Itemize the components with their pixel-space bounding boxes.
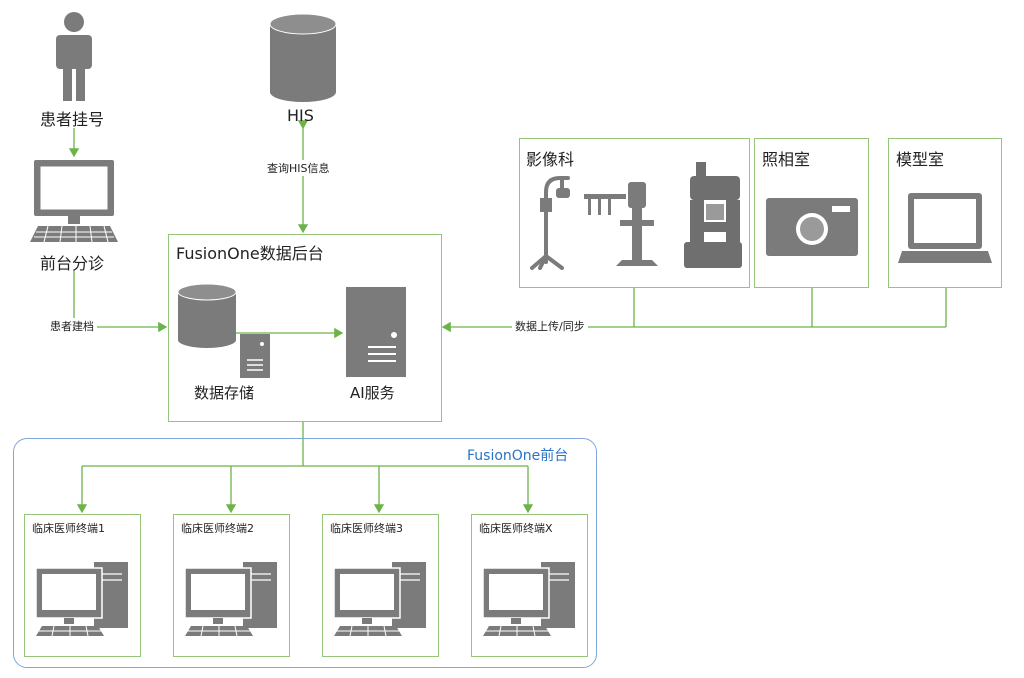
terminal-computer-icon-1: [36, 562, 128, 637]
ai-server-icon: [346, 287, 406, 377]
frontend-title: FusionOne前台: [467, 448, 569, 464]
terminal-label-1: 临床医师终端1: [32, 522, 105, 535]
storage-database-icon: [178, 284, 236, 348]
patient-archive-label: 患者建档: [47, 318, 97, 334]
photo-box: [754, 138, 869, 288]
patient-person-icon: [56, 12, 92, 101]
backend-title: FusionOne数据后台: [176, 244, 324, 263]
his-query-label: 查询HIS信息: [264, 160, 333, 176]
terminal-computer-icon-2: [185, 562, 277, 637]
terminal-box-2: [173, 514, 290, 657]
imaging-label: 影像科: [526, 150, 575, 169]
terminal-box-x: [471, 514, 588, 657]
sync-label: 数据上传/同步: [512, 318, 588, 334]
terminal-computer-icon-3: [334, 562, 426, 637]
photo-label: 照相室: [762, 150, 811, 169]
terminal-label-3: 临床医师终端3: [330, 522, 403, 535]
panoramic-xray-icon: [584, 182, 658, 266]
terminal-box-3: [322, 514, 439, 657]
frontend-container: [13, 438, 597, 668]
his-label: HIS: [287, 106, 314, 125]
camera-icon: [766, 198, 858, 256]
imaging-box: [519, 138, 750, 288]
his-database-icon: [270, 14, 336, 102]
triage-computer-icon: [30, 160, 118, 243]
ai-label: AI服务: [350, 384, 395, 402]
model-box: [888, 138, 1002, 288]
terminal-label-2: 临床医师终端2: [181, 522, 254, 535]
terminal-computer-icon-x: [483, 562, 575, 637]
patient-register-label: 患者挂号: [40, 110, 105, 129]
cbct-scanner-icon: [684, 162, 742, 268]
storage-server-icon: [240, 334, 270, 378]
model-label: 模型室: [896, 150, 945, 169]
xray-arm-icon: [530, 176, 570, 270]
triage-label: 前台分诊: [40, 254, 105, 273]
terminal-box-1: [24, 514, 141, 657]
terminal-label-x: 临床医师终端X: [479, 522, 553, 535]
laptop-icon: [898, 193, 992, 263]
storage-label: 数据存储: [194, 384, 255, 402]
backend-box: [168, 234, 442, 422]
